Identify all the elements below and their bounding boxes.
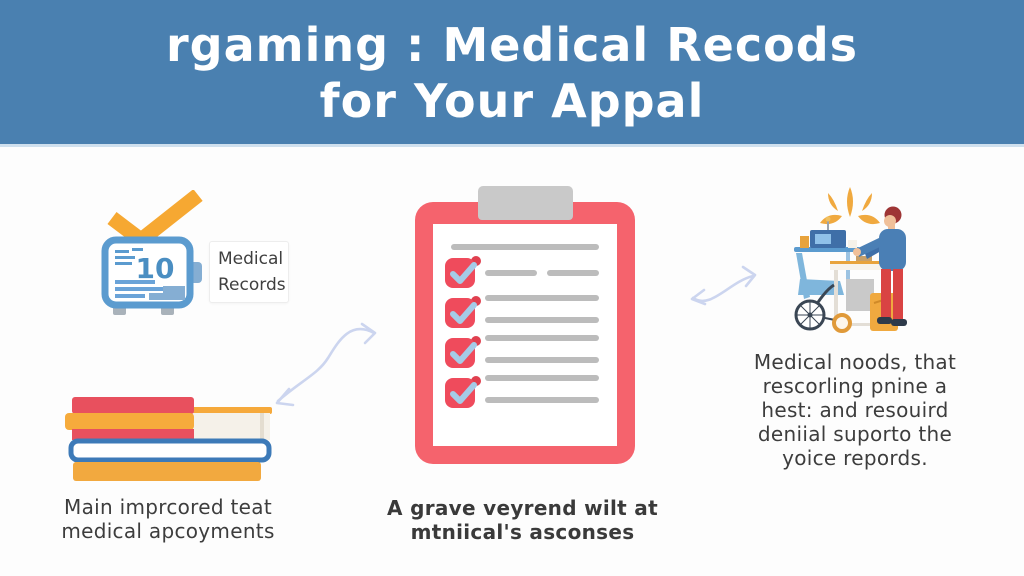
center-caption: A grave veyrend wilt at mtniical's ascon… <box>385 496 660 544</box>
device-number: 10 <box>136 252 175 285</box>
right-caption-line-5: yoice repords. <box>782 446 928 470</box>
records-device-icon: 10 <box>101 236 202 315</box>
left-caption-line-1: Main imprcored teat <box>64 495 272 519</box>
center-caption-line-1: A grave veyrend wilt at <box>387 496 658 520</box>
right-caption-line-3: hest: and resouird <box>761 398 949 422</box>
medical-records-card: Medical Records <box>209 241 289 303</box>
checklist-clipboard-icon <box>415 186 635 464</box>
sparkle-icon <box>820 187 880 225</box>
medical-records-label-1: Medical <box>218 249 284 269</box>
right-caption: Medical noods, that rescorling pnine a h… <box>745 350 965 470</box>
flow-arrow-left-icon <box>275 322 377 407</box>
person-shape <box>853 206 907 326</box>
right-caption-line-4: deniial suporto the <box>757 422 953 446</box>
page-title-line-1: rgaming : Medical Recods <box>165 18 858 72</box>
left-caption-line-2: medical apcoyments <box>61 519 275 543</box>
right-caption-line-2: rescorling pnine a <box>762 374 948 398</box>
wheel-shapes <box>794 283 852 333</box>
center-caption-line-2: mtniical's asconses <box>410 520 635 544</box>
caregiver-desk-illustration <box>794 187 907 333</box>
books-stack-icon <box>65 397 272 481</box>
flow-arrow-right-icon <box>690 265 757 306</box>
page-title-line-2: for Your Appal <box>319 74 705 128</box>
right-caption-line-1: Medical noods, that <box>753 350 957 374</box>
header-banner: rgaming : Medical Recods for Your Appal <box>0 0 1024 147</box>
left-caption: Main imprcored teat medical apcoyments <box>38 495 298 543</box>
medical-records-label-2: Records <box>218 275 286 295</box>
